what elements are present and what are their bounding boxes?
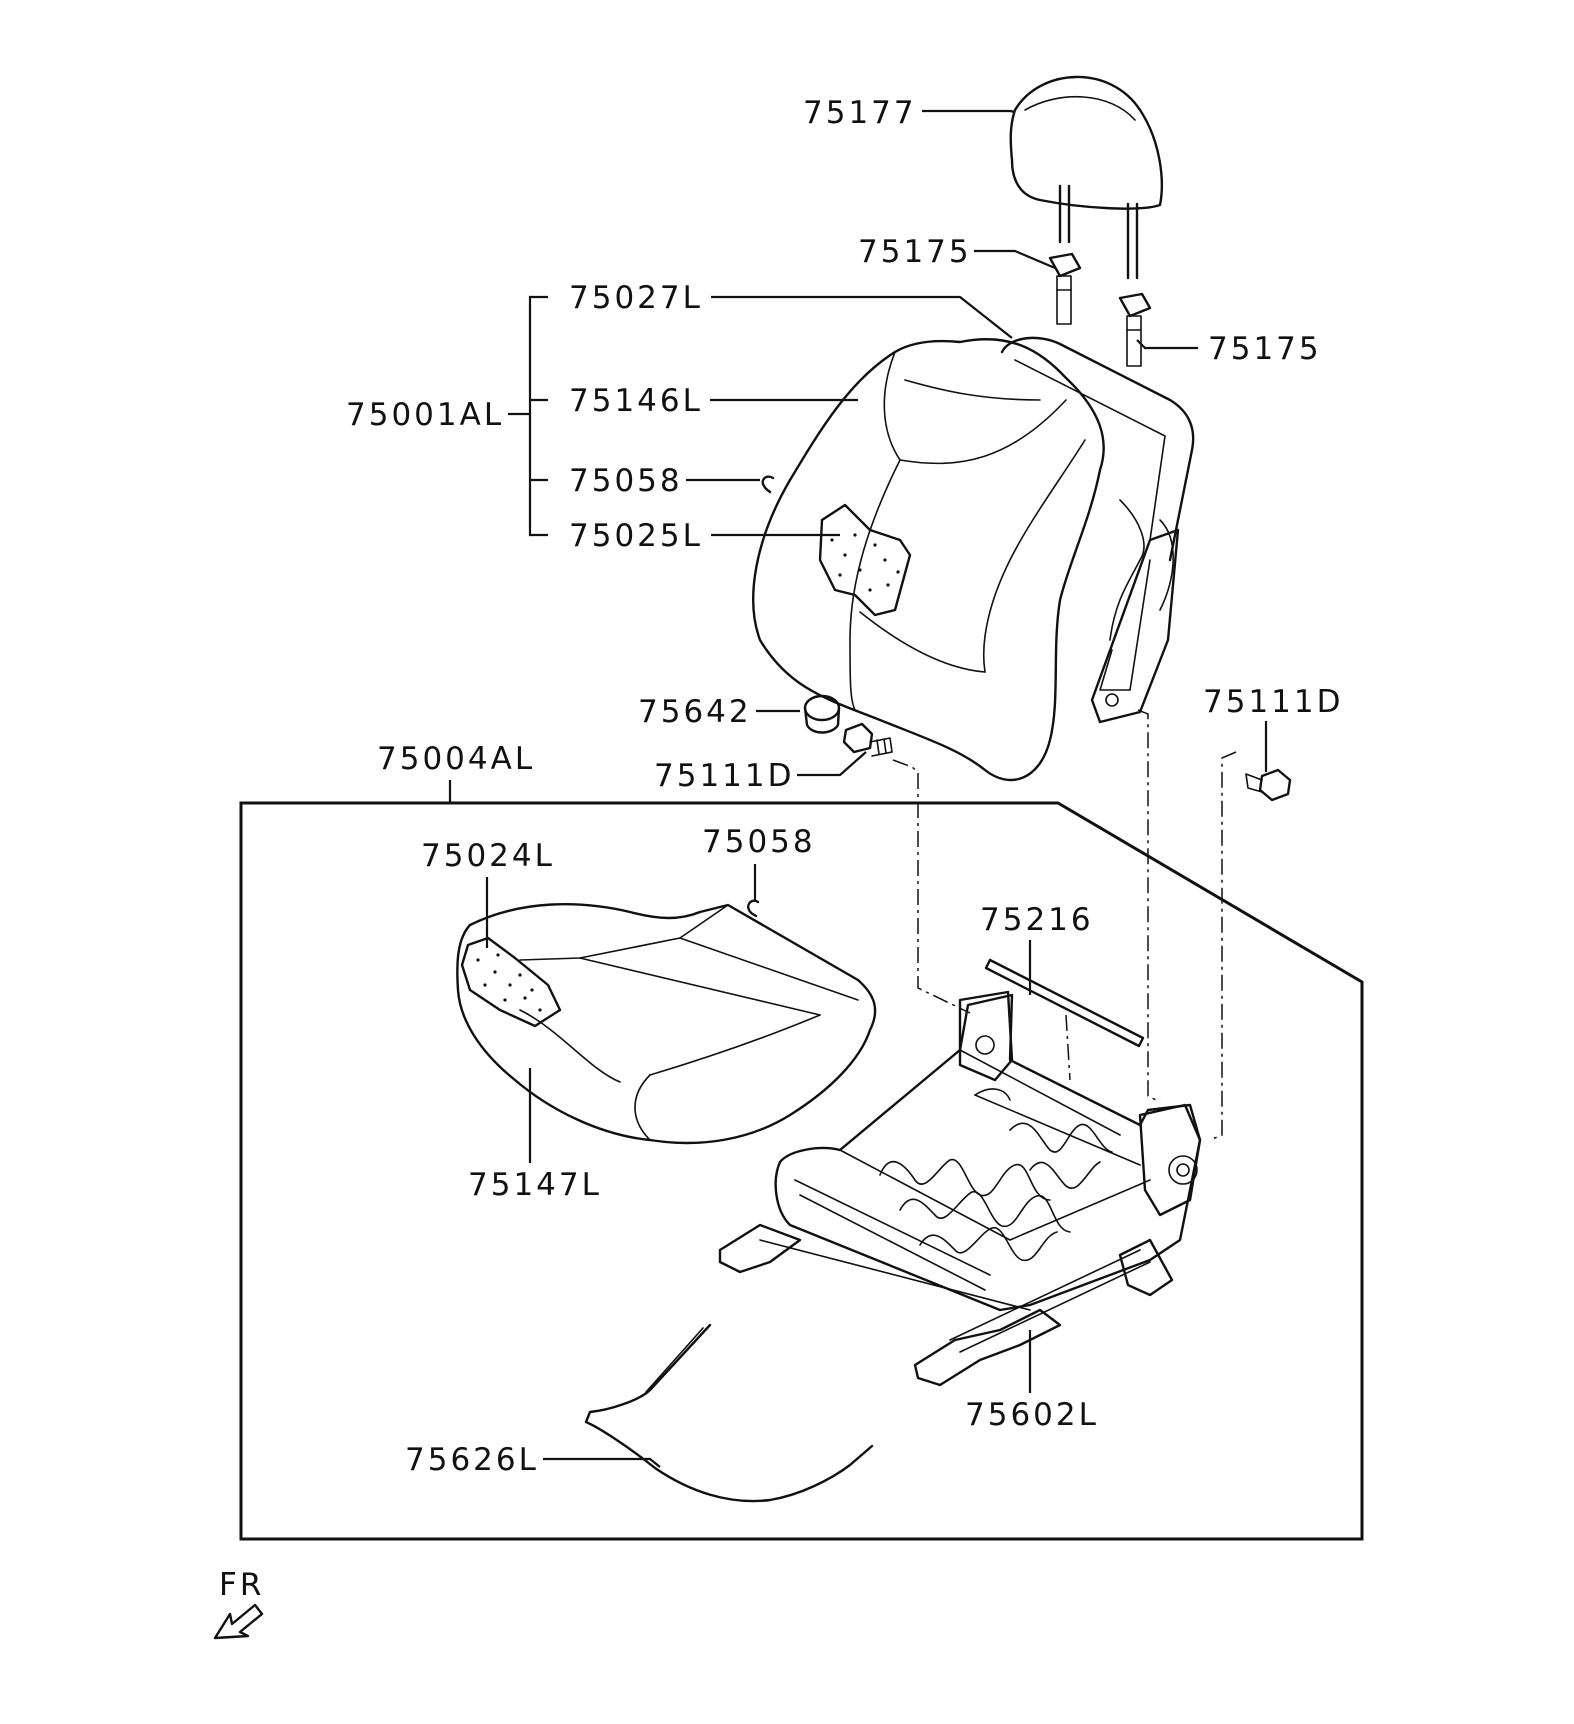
label-75175-upper: 75175 — [858, 234, 972, 270]
headrest — [1009, 75, 1163, 280]
seat-frame-75602L — [718, 990, 1202, 1387]
label-75058-cushion: 75058 — [702, 824, 816, 860]
headrest-guide-right — [1118, 292, 1152, 367]
label-75058-back: 75058 — [569, 463, 683, 499]
leader-lines — [448, 109, 1268, 1468]
front-direction-label: FR — [219, 1567, 264, 1603]
label-75177: 75177 — [803, 95, 917, 131]
label-75146L: 75146L — [569, 383, 703, 419]
label-75004AL: 75004AL — [377, 741, 535, 777]
front-direction-arrow-icon — [213, 1603, 264, 1640]
label-75602L: 75602L — [965, 1397, 1099, 1433]
label-75642: 75642 — [638, 694, 752, 730]
bolt-75111D-right — [1245, 768, 1292, 802]
label-75027L: 75027L — [569, 280, 703, 316]
collar-75642 — [803, 694, 841, 734]
callout-labels: 75177 75175 75175 75027L 75146L 75001AL … — [219, 95, 1344, 1603]
label-75175-right: 75175 — [1208, 331, 1322, 367]
label-75626L: 75626L — [405, 1442, 539, 1478]
label-75147L: 75147L — [468, 1167, 602, 1203]
label-75216: 75216 — [980, 902, 1094, 938]
seat-cushion — [456, 899, 877, 1145]
wire-75626L — [584, 1323, 874, 1503]
label-75111D-right: 75111D — [1203, 684, 1344, 720]
label-75111D-left: 75111D — [654, 758, 795, 794]
assembly-boundary-75004AL — [239, 801, 1364, 1541]
bolt-75111D-left — [842, 722, 893, 757]
tube-75216 — [984, 958, 1145, 1048]
seatback-assembly — [752, 336, 1195, 782]
headrest-guide-left — [1048, 252, 1082, 325]
alignment-lines — [892, 709, 1237, 1141]
label-75024L: 75024L — [421, 838, 555, 874]
label-75001AL: 75001AL — [346, 397, 504, 433]
label-75025L: 75025L — [569, 518, 703, 554]
